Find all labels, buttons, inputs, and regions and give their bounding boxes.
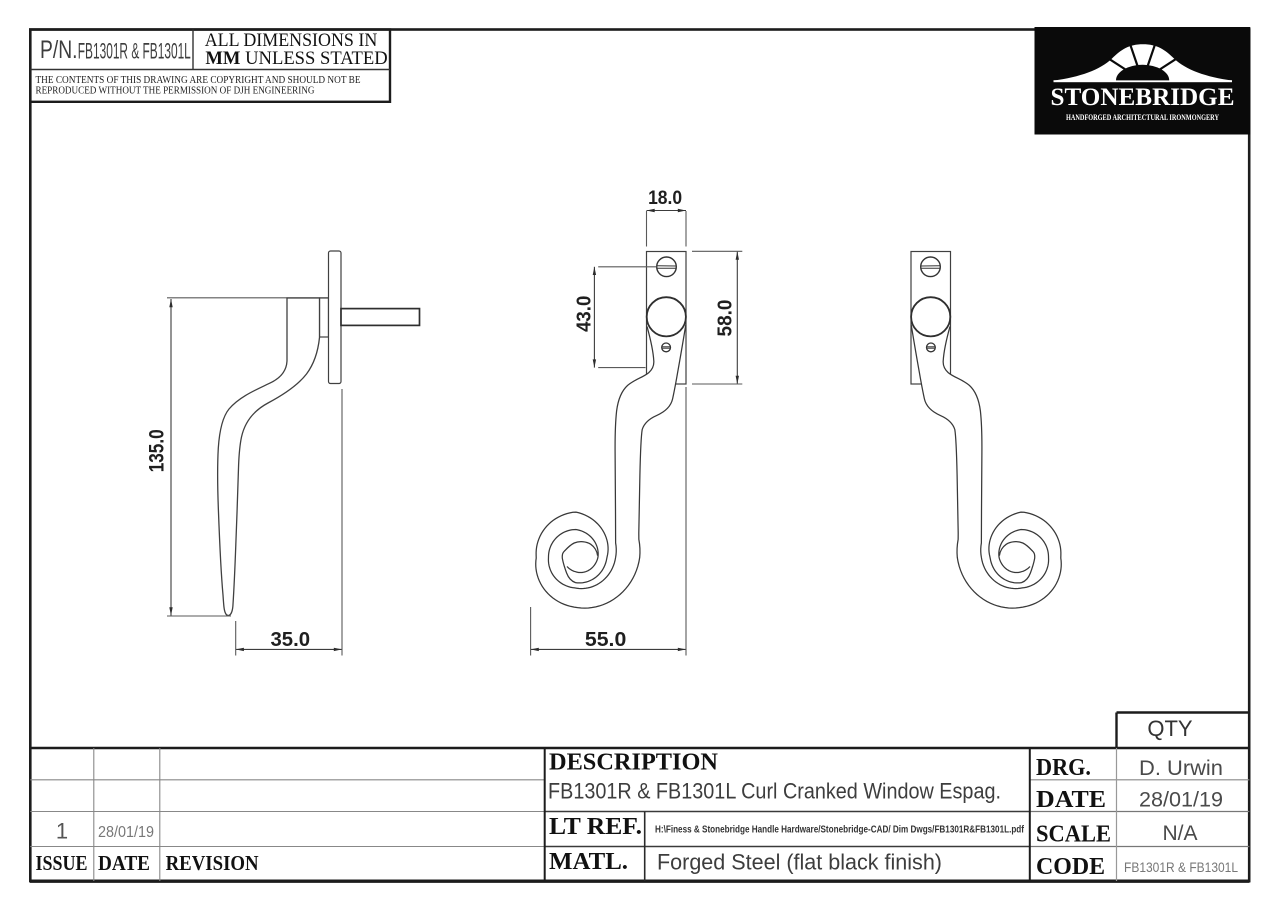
svg-text:STONEBRIDGE: STONEBRIDGE	[1051, 84, 1235, 111]
svg-text:DATE: DATE	[1036, 787, 1106, 813]
svg-text:135.0: 135.0	[145, 429, 169, 472]
svg-text:35.0: 35.0	[271, 629, 311, 651]
svg-text:THE CONTENTS OF THIS DRAWING A: THE CONTENTS OF THIS DRAWING ARE COPYRIG…	[36, 74, 361, 86]
svg-text:SCALE: SCALE	[1036, 822, 1111, 848]
svg-text:28/01/19: 28/01/19	[98, 824, 154, 841]
svg-text:REVISION: REVISION	[166, 851, 259, 875]
svg-text:DRG.: DRG.	[1036, 755, 1091, 781]
svg-text:D. Urwin: D. Urwin	[1139, 757, 1223, 780]
svg-text:1: 1	[56, 819, 68, 844]
svg-text:Forged Steel (flat black finis: Forged Steel (flat black finish)	[657, 850, 942, 875]
svg-text:QTY: QTY	[1147, 716, 1193, 741]
svg-text:REPRODUCED WITHOUT THE PERMISS: REPRODUCED WITHOUT THE PERMISSION OF DJH…	[36, 84, 315, 96]
svg-text:CODE: CODE	[1036, 854, 1105, 880]
svg-text:P/N.: P/N.	[40, 36, 78, 64]
svg-text:DESCRIPTION: DESCRIPTION	[549, 749, 719, 775]
svg-text:ALL DIMENSIONS IN: ALL DIMENSIONS IN	[205, 30, 378, 51]
svg-text:LT REF.: LT REF.	[549, 814, 642, 840]
svg-text:N/A: N/A	[1162, 822, 1197, 845]
svg-text:FB1301R & FB1301L Curl Cranked: FB1301R & FB1301L Curl Cranked Window Es…	[548, 779, 1001, 804]
svg-text:43.0: 43.0	[574, 296, 596, 332]
svg-text:MATL.: MATL.	[549, 849, 628, 875]
svg-text:28/01/19: 28/01/19	[1139, 789, 1223, 812]
svg-text:18.0: 18.0	[648, 187, 682, 209]
svg-text:DATE: DATE	[98, 851, 150, 875]
svg-text:58.0: 58.0	[715, 300, 737, 337]
svg-text:FB1301R & FB1301L: FB1301R & FB1301L	[1124, 859, 1238, 875]
svg-text:MM UNLESS STATED: MM UNLESS STATED	[205, 48, 387, 69]
svg-text:H:\Finess & Stonebridge Handle: H:\Finess & Stonebridge Handle Hardware/…	[655, 825, 1025, 836]
svg-text:55.0: 55.0	[585, 629, 626, 651]
svg-text:HANDFORGED ARCHITECTURAL IRONM: HANDFORGED ARCHITECTURAL IRONMONGERY	[1066, 113, 1219, 122]
svg-text:FB1301R & FB1301L: FB1301R & FB1301L	[78, 38, 191, 63]
svg-text:ISSUE: ISSUE	[36, 851, 88, 875]
